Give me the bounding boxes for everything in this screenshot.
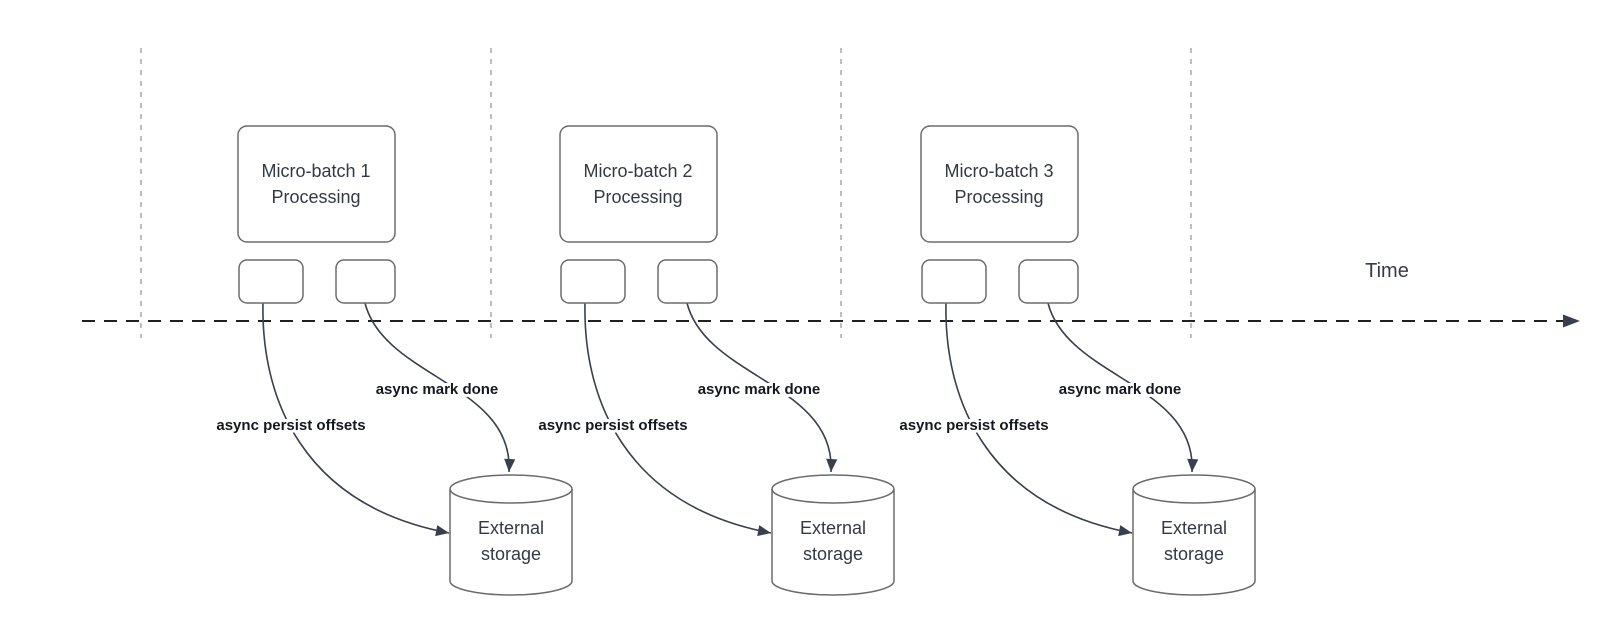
mark-done-arrow: [686, 302, 838, 473]
persist-offsets-label: async persist offsets: [538, 417, 687, 434]
persist-offsets-arrow: [584, 302, 772, 537]
storage-label-line2: storage: [481, 544, 541, 564]
micro-batch-group-3: Micro-batch 3 Processing External storag…: [896, 125, 1256, 596]
storage-label-line1: External: [1161, 518, 1227, 538]
storage-label-line2: storage: [1164, 544, 1224, 564]
mark-done-task-box: [335, 259, 396, 304]
micro-batch-title-line1: Micro-batch 1: [261, 161, 370, 181]
storage-label-line1: External: [800, 518, 866, 538]
persist-offsets-task-box: [921, 259, 987, 304]
mark-done-task-box: [1018, 259, 1079, 304]
external-storage-cylinder: [1132, 474, 1256, 596]
persist-offsets-arrow: [262, 302, 450, 537]
mark-done-label: async mark done: [698, 381, 821, 398]
external-storage-cylinder: [449, 474, 573, 596]
time-axis-label: Time: [1365, 260, 1409, 282]
external-storage-cylinder: [771, 474, 895, 596]
mark-done-label: async mark done: [1059, 381, 1182, 398]
external-storage-cylinder-lid: [1132, 488, 1256, 504]
persist-offsets-label: async persist offsets: [216, 417, 365, 434]
micro-batch-title-line2: Processing: [593, 187, 682, 207]
storage-label-line2: storage: [803, 544, 863, 564]
micro-batch-group-1: Micro-batch 1 Processing External storag…: [213, 125, 573, 596]
time-axis-arrowhead: [1563, 314, 1580, 328]
micro-batch-title-line2: Processing: [271, 187, 360, 207]
micro-batch-box: [920, 125, 1079, 243]
micro-batch-title-line2: Processing: [954, 187, 1043, 207]
micro-batch-title-line1: Micro-batch 3: [944, 161, 1053, 181]
persist-offsets-label: async persist offsets: [899, 417, 1048, 434]
micro-batch-box: [559, 125, 718, 243]
persist-offsets-arrow: [945, 302, 1133, 537]
micro-batch-title-line1: Micro-batch 2: [583, 161, 692, 181]
micro-batch-box: [237, 125, 396, 243]
persist-offsets-task-box: [560, 259, 626, 304]
mark-done-label: async mark done: [376, 381, 499, 398]
mark-done-task-box: [657, 259, 718, 304]
mark-done-arrow: [364, 302, 516, 473]
external-storage-cylinder-lid: [771, 488, 895, 504]
external-storage-cylinder-lid: [449, 488, 573, 504]
persist-offsets-task-box: [238, 259, 304, 304]
storage-label-line1: External: [478, 518, 544, 538]
micro-batch-group-2: Micro-batch 2 Processing External storag…: [535, 125, 895, 596]
mark-done-arrow: [1047, 302, 1199, 473]
